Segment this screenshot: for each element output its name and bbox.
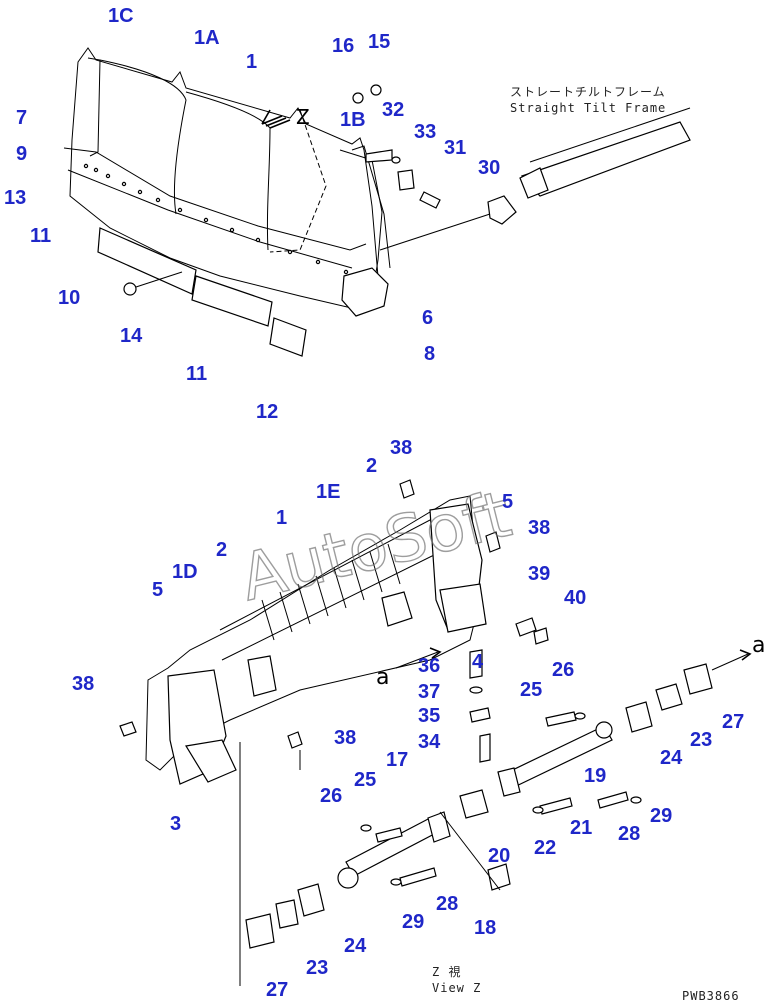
view-marker-z: Z (296, 105, 310, 129)
label-13: 13 (4, 187, 26, 209)
label-5-right: 5 (502, 491, 513, 513)
arrow-label-a-left: a (376, 665, 389, 690)
label-10: 10 (58, 287, 80, 309)
label-29-left: 29 (402, 911, 424, 933)
label-23-right: 23 (690, 729, 712, 751)
label-36: 36 (418, 655, 440, 677)
frame-note-jp: ストレートチルトフレーム (510, 85, 666, 99)
label-1a: 1A (194, 27, 220, 49)
arrow-label-a-right: a (752, 633, 765, 658)
label-35: 35 (418, 705, 440, 727)
label-34: 34 (418, 731, 441, 753)
label-11-bottom: 11 (186, 363, 207, 385)
bottom-labels: 38 2 1E 5 1 38 2 1D 5 39 40 36 4 26 38 3… (72, 437, 744, 1001)
label-14: 14 (120, 325, 143, 347)
label-8: 8 (424, 343, 435, 365)
frame-note-en: Straight Tilt Frame (510, 101, 666, 115)
label-11-top: 11 (30, 225, 51, 247)
blade-ribs (261, 543, 401, 641)
label-16: 16 (332, 35, 354, 57)
view-z-assembly (119, 479, 752, 986)
label-29-right: 29 (650, 805, 672, 827)
label-12: 12 (256, 401, 278, 423)
label-28-left: 28 (436, 893, 458, 915)
label-2-left: 2 (216, 539, 227, 561)
label-38-top: 38 (390, 437, 412, 459)
label-4: 4 (472, 651, 484, 673)
label-24-left: 24 (344, 935, 367, 957)
label-1e: 1E (316, 481, 340, 503)
label-26-left: 26 (320, 785, 342, 807)
label-33: 33 (414, 121, 436, 143)
label-30: 30 (478, 157, 500, 179)
label-31: 31 (444, 137, 466, 159)
label-5-left: 5 (152, 579, 163, 601)
label-40: 40 (564, 587, 586, 609)
label-9: 9 (16, 143, 27, 165)
label-15: 15 (368, 31, 390, 53)
label-38-right: 38 (528, 517, 550, 539)
drawing-code: PWB3866 (682, 989, 740, 1003)
label-22: 22 (534, 837, 556, 859)
label-25-right: 25 (520, 679, 542, 701)
label-24-right: 24 (660, 747, 683, 769)
top-labels: 1C 1A 1 16 15 7 1B 32 33 9 31 30 13 11 1… (4, 5, 500, 423)
label-18: 18 (474, 917, 496, 939)
label-7: 7 (16, 107, 27, 129)
label-1b: 1B (340, 109, 366, 131)
label-1: 1 (246, 51, 257, 73)
label-38-left: 38 (72, 673, 94, 695)
label-28-right: 28 (618, 823, 640, 845)
label-26-right: 26 (552, 659, 574, 681)
label-1d: 1D (172, 561, 198, 583)
label-1-view-z: 1 (276, 507, 287, 529)
label-20: 20 (488, 845, 510, 867)
blade-assembly (63, 47, 691, 357)
label-17: 17 (386, 749, 408, 771)
label-6: 6 (422, 307, 433, 329)
view-caption-jp: Z 視 (432, 964, 461, 979)
label-1c: 1C (108, 5, 134, 27)
label-2-top: 2 (366, 455, 377, 477)
label-19: 19 (584, 765, 606, 787)
label-32: 32 (382, 99, 404, 121)
label-21: 21 (570, 817, 592, 839)
view-caption-en: View Z (432, 981, 481, 995)
cutting-edge-holes (83, 163, 349, 275)
label-25-left: 25 (354, 769, 376, 791)
label-23-left: 23 (306, 957, 328, 979)
label-37: 37 (418, 681, 440, 703)
label-27-left: 27 (266, 979, 288, 1001)
label-3: 3 (170, 813, 181, 835)
label-39: 39 (528, 563, 550, 585)
label-27-right: 27 (722, 711, 744, 733)
label-38-center: 38 (334, 727, 356, 749)
